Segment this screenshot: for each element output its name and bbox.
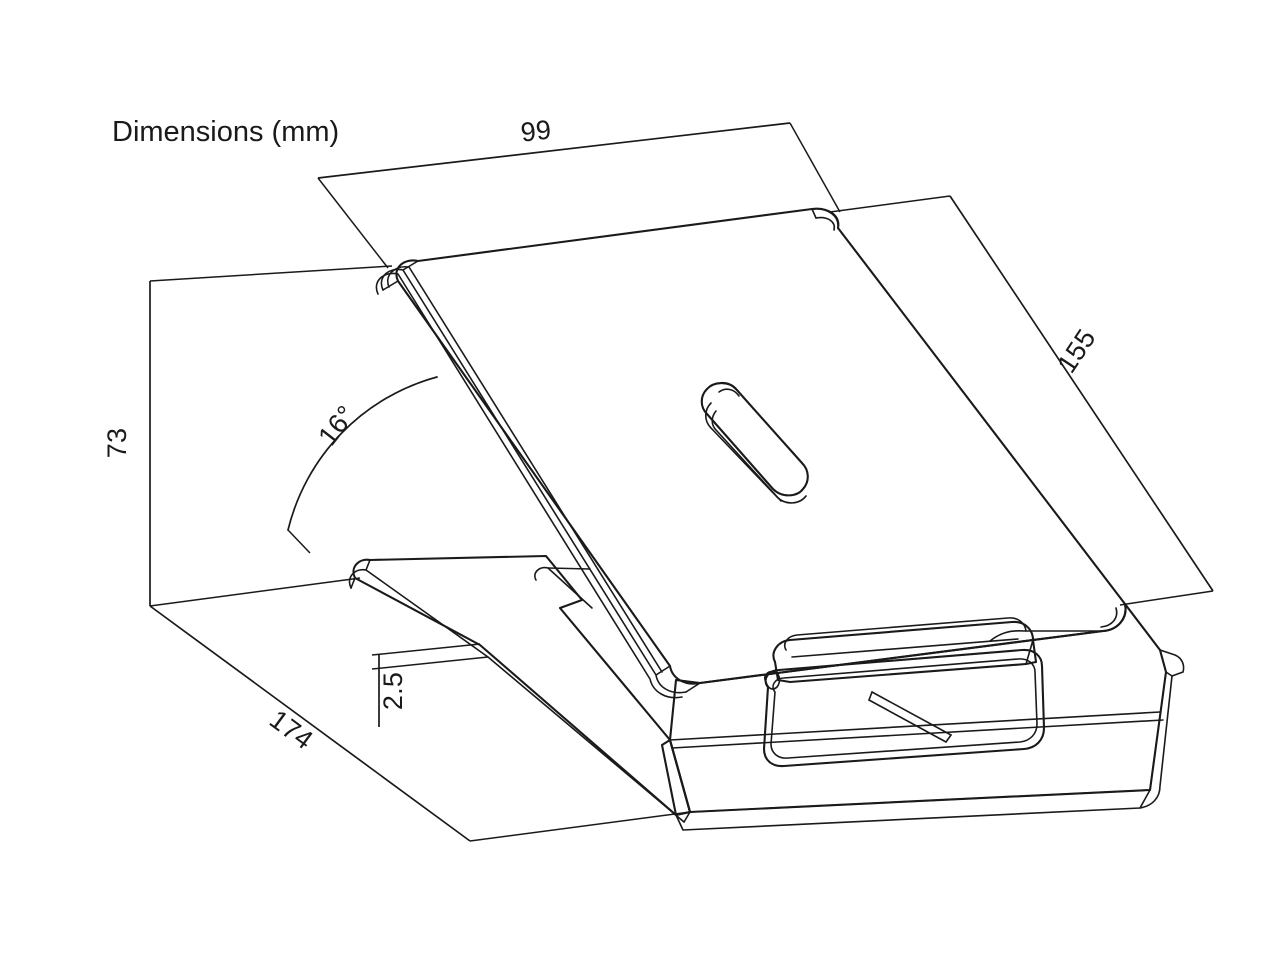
hinge-area <box>675 630 1104 684</box>
dimension-lines-group <box>149 122 1214 842</box>
laptop-stand-geometry <box>348 207 1185 831</box>
base-block <box>660 602 1185 831</box>
tilted-top-plate <box>375 207 1127 699</box>
dimension-16-deg <box>287 376 438 554</box>
dimension-label-73: 73 <box>102 428 132 458</box>
dimension-label-99: 99 <box>519 114 553 147</box>
base-front-recess <box>762 617 1046 768</box>
dimension-label-16-deg: 16° <box>312 400 361 451</box>
dimension-label-155: 155 <box>1051 324 1101 379</box>
dimension-2-5 <box>371 643 489 727</box>
dimension-labels-group: Dimensions (mm) 99 155 73 174 2.5 16° <box>102 114 1102 755</box>
dimension-73 <box>149 265 393 607</box>
dimension-174 <box>149 605 691 842</box>
cable-slot-oval <box>700 381 809 504</box>
dimension-label-174: 174 <box>264 704 319 755</box>
dimension-155 <box>829 195 1214 606</box>
dimension-99 <box>317 122 841 269</box>
dimension-label-2-5: 2.5 <box>378 672 408 710</box>
drawing-title: Dimensions (mm) <box>112 116 339 148</box>
